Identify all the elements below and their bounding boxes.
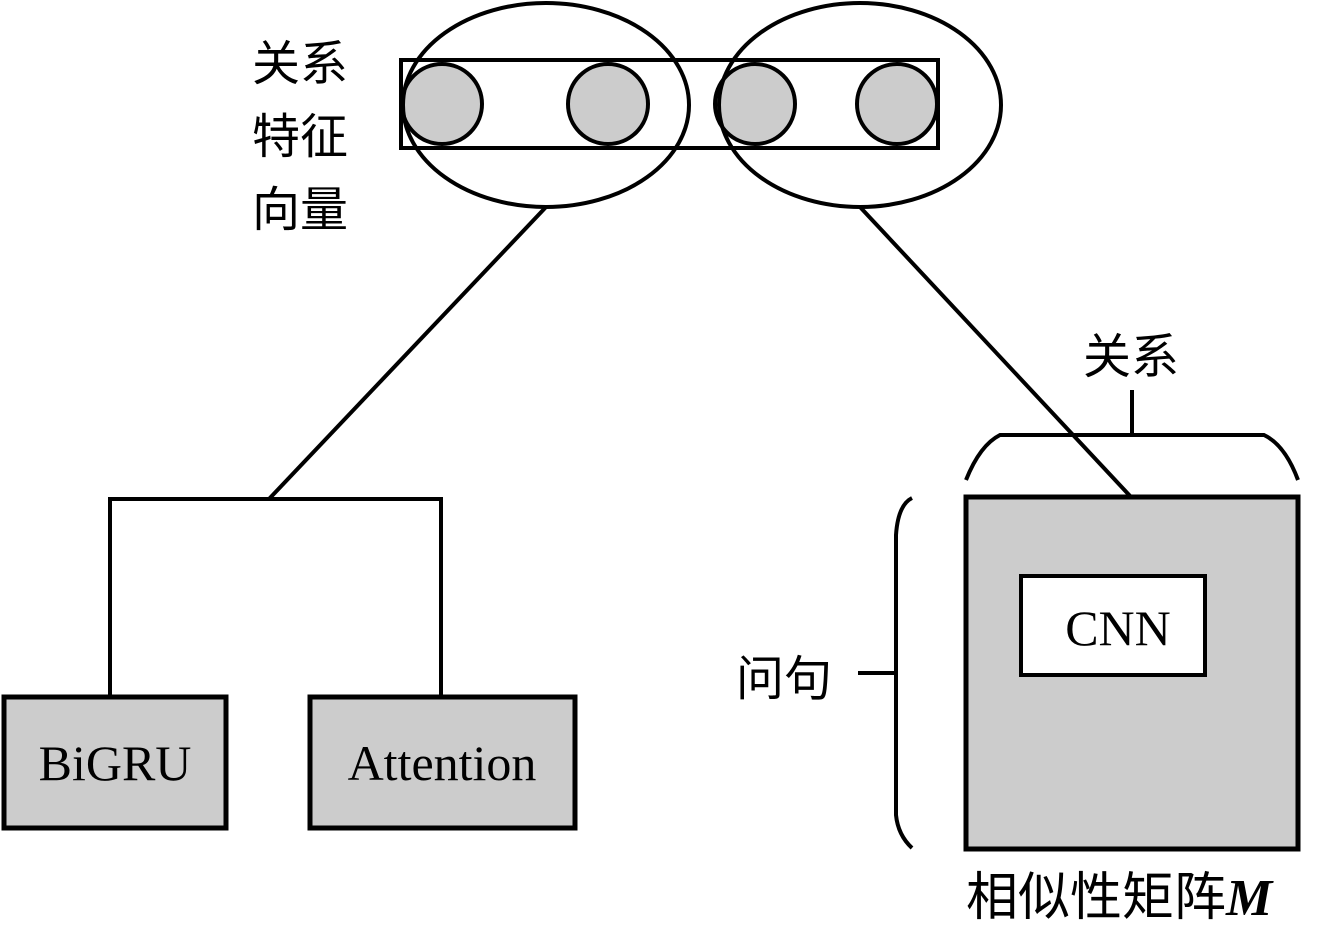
left-connector-line: [267, 205, 548, 501]
vector-node-4: [855, 62, 939, 146]
matrix-symbol: M: [1225, 870, 1274, 927]
bigru-box: [1, 694, 229, 831]
attention-box: [307, 694, 578, 831]
relation-label: 关系: [1083, 331, 1179, 384]
vector-node-2: [566, 62, 650, 146]
matrix-caption-text: 相似性矩阵: [966, 870, 1226, 927]
attention-label: Attention: [348, 735, 537, 791]
vector-node-3: [713, 62, 797, 146]
cnn-label: CNN: [1065, 600, 1171, 656]
right-connector-line: [858, 205, 1133, 499]
bigru-label: BiGRU: [39, 735, 192, 791]
matrix-caption: 相似性矩阵M: [966, 870, 1274, 927]
relation-vector-label-line-3: 向量: [252, 184, 348, 237]
relation-vector-label-line-1: 关系: [252, 38, 348, 91]
vector-node-1: [400, 62, 484, 146]
cnn-box: [1019, 574, 1207, 677]
tree-connector: [108, 497, 443, 697]
question-brace: [894, 496, 914, 850]
relation-brace: [964, 433, 1300, 481]
relation-vector-label-line-2: 特征: [252, 111, 348, 164]
question-label: 问句: [736, 653, 832, 706]
